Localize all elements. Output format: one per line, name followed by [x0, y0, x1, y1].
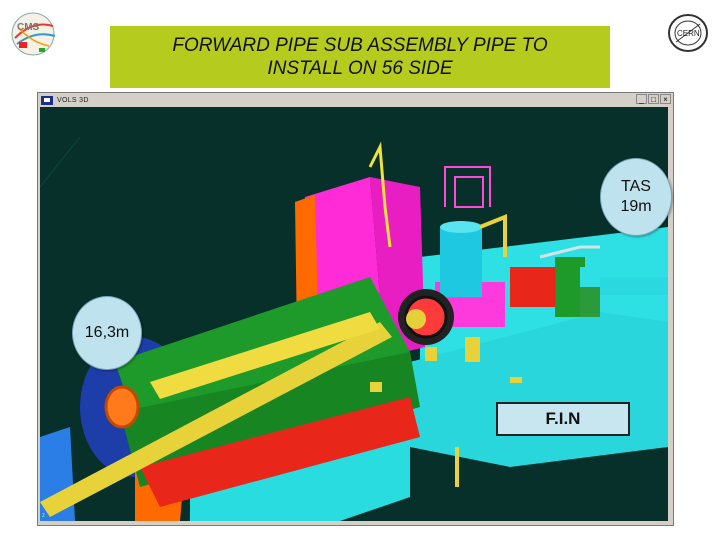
maximize-button[interactable]: □ — [648, 94, 659, 104]
tas-callout: TAS 19m — [600, 158, 672, 236]
cern-logo: CERN — [666, 12, 710, 54]
slide-title-line-2: INSTALL ON 56 SIDE — [267, 58, 453, 79]
tas-distance: 19m — [620, 198, 652, 215]
window-titlebar[interactable]: VOLS 3D _ □ × — [38, 93, 673, 107]
slide-title-line-1: FORWARD PIPE SUB ASSEMBLY PIPE TO — [172, 35, 548, 56]
minimize-button[interactable]: _ — [636, 94, 647, 104]
distance-label: 16,3m — [84, 324, 130, 341]
fin-label-box: F.I.N — [496, 402, 630, 436]
slide-title-banner: FORWARD PIPE SUB ASSEMBLY PIPE TO INSTAL… — [110, 26, 610, 88]
close-button[interactable]: × — [660, 94, 671, 104]
cad-render — [40, 136, 668, 521]
window-controls: _ □ × — [636, 94, 671, 104]
axis-indicator: z — [42, 513, 45, 519]
fin-label: F.I.N — [545, 409, 581, 428]
svg-text:CMS: CMS — [17, 22, 40, 33]
svg-text:CERN: CERN — [677, 29, 700, 38]
app-icon — [41, 95, 53, 105]
app-window: VOLS 3D _ □ × — [37, 92, 674, 526]
distance-callout: 16,3m — [72, 296, 142, 370]
tas-label: TAS — [621, 178, 651, 195]
cms-logo: CMS — [5, 8, 67, 58]
window-title: VOLS 3D — [57, 96, 89, 104]
3d-viewport[interactable]: z — [40, 107, 668, 521]
